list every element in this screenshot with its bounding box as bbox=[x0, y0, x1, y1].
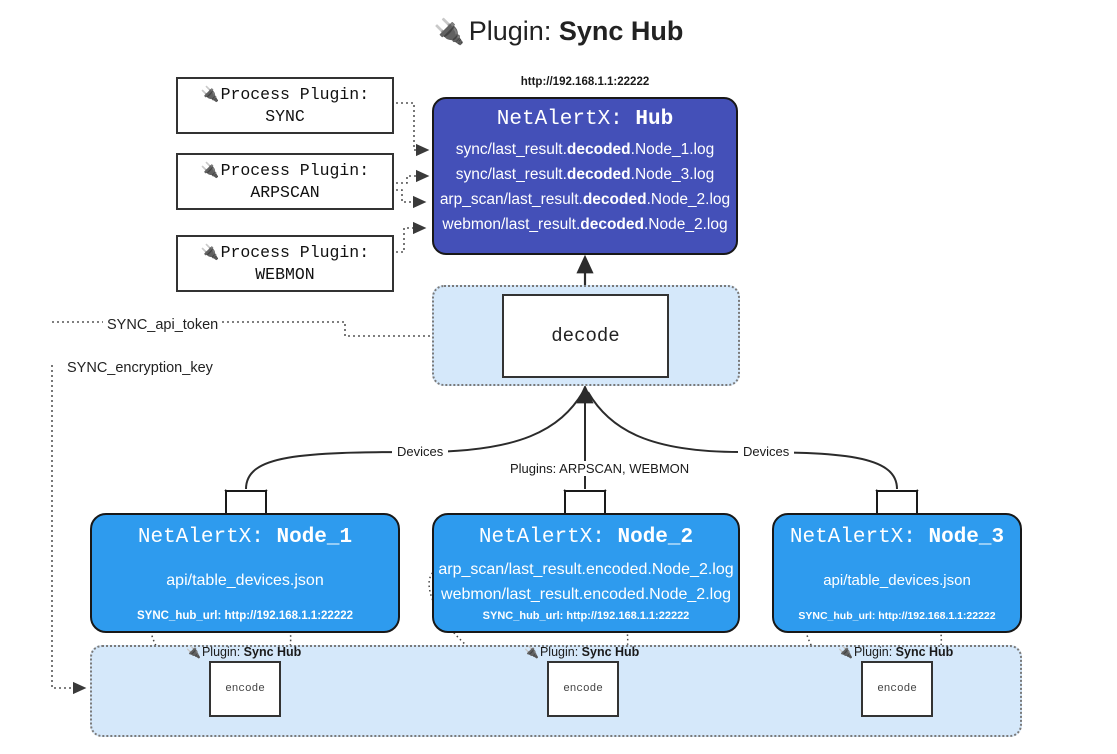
node-data-line: webmon/last_result.encoded.Node_2.log bbox=[441, 585, 731, 603]
node-box-node-1[interactable]: NetAlertX: Node_1 api/table_devices.json… bbox=[90, 513, 400, 633]
node-data-line: api/table_devices.json bbox=[823, 572, 971, 589]
decode-box[interactable]: decode bbox=[502, 294, 669, 378]
encode-box-node-3[interactable]: encode bbox=[861, 661, 933, 717]
process-plugin-box-arpscan[interactable]: 🔌Process Plugin: ARPSCAN bbox=[176, 153, 394, 210]
hub-box[interactable]: NetAlertX: Hub sync/last_result.decoded.… bbox=[432, 97, 738, 255]
node-footer: SYNC_hub_url: http://192.168.1.1:22222 bbox=[798, 610, 996, 622]
encode-box-node-2[interactable]: encode bbox=[547, 661, 619, 717]
node-box-node-2[interactable]: NetAlertX: Node_2 arp_scan/last_result.e… bbox=[432, 513, 740, 633]
process-plugin-line1: 🔌Process Plugin: bbox=[200, 85, 370, 105]
process-plugin-line2: ARPSCAN bbox=[250, 182, 320, 202]
title-name: Sync Hub bbox=[558, 16, 684, 46]
title-prefix: Plugin: bbox=[468, 16, 552, 46]
process-plugin-box-sync[interactable]: 🔌Process Plugin: SYNC bbox=[176, 77, 394, 134]
encode-plugin-label: 🔌Plugin: Sync Hub bbox=[838, 645, 954, 659]
process-plugin-line2: WEBMON bbox=[255, 264, 315, 284]
process-plugin-line1: 🔌Process Plugin: bbox=[200, 161, 370, 181]
node-data-line: arp_scan/last_result.encoded.Node_2.log bbox=[438, 561, 734, 578]
encode-plugin-label: 🔌Plugin: Sync Hub bbox=[524, 645, 640, 659]
edge-label-devices-left: Devices bbox=[392, 444, 449, 459]
page-title: 🔌Plugin: Sync Hub bbox=[0, 16, 1117, 47]
encode-plugin-label: 🔌Plugin: Sync Hub bbox=[186, 645, 302, 659]
hub-log-line: sync/last_result.decoded.Node_3.log bbox=[455, 166, 715, 184]
hub-title: NetAlertX: Hub bbox=[496, 108, 674, 131]
plug-icon: 🔌 bbox=[186, 645, 201, 659]
node-title: NetAlertX: Node_3 bbox=[789, 526, 1005, 549]
hub-log-line: arp_scan/last_result.decoded.Node_2.log bbox=[439, 191, 731, 209]
node-footer: SYNC_hub_url: http://192.168.1.1:22222 bbox=[136, 610, 354, 622]
hub-log-line: webmon/last_result.decoded.Node_2.log bbox=[442, 216, 728, 234]
node-footer: SYNC_hub_url: http://192.168.1.1:22222 bbox=[482, 610, 690, 622]
plug-icon: 🔌 bbox=[524, 645, 539, 659]
edge-label-plugins: Plugins: ARPSCAN, WEBMON bbox=[505, 461, 695, 476]
hub-url-label: http://192.168.1.1:22222 bbox=[520, 76, 650, 88]
node-box-node-3[interactable]: NetAlertX: Node_3 api/table_devices.json… bbox=[772, 513, 1022, 633]
encode-box-node-1[interactable]: encode bbox=[209, 661, 281, 717]
hub-log-line: sync/last_result.decoded.Node_1.log bbox=[455, 141, 715, 158]
process-plugin-line1: 🔌Process Plugin: bbox=[200, 243, 370, 263]
plug-icon: 🔌 bbox=[200, 85, 220, 104]
process-plugin-line2: SYNC bbox=[265, 106, 305, 126]
plug-icon: 🔌 bbox=[200, 243, 220, 262]
node-title: NetAlertX: Node_2 bbox=[478, 526, 694, 549]
plug-icon: 🔌 bbox=[433, 18, 465, 46]
plug-icon: 🔌 bbox=[838, 645, 853, 659]
plug-icon: 🔌 bbox=[200, 161, 220, 180]
sync-api-token-label: SYNC_api_token bbox=[103, 317, 223, 333]
node-data-line: api/table_devices.json bbox=[166, 572, 324, 589]
edge-label-devices-right: Devices bbox=[738, 444, 795, 459]
node-title: NetAlertX: Node_1 bbox=[137, 526, 353, 549]
process-plugin-box-webmon[interactable]: 🔌Process Plugin: WEBMON bbox=[176, 235, 394, 292]
sync-encryption-key-label: SYNC_encryption_key bbox=[63, 360, 217, 376]
